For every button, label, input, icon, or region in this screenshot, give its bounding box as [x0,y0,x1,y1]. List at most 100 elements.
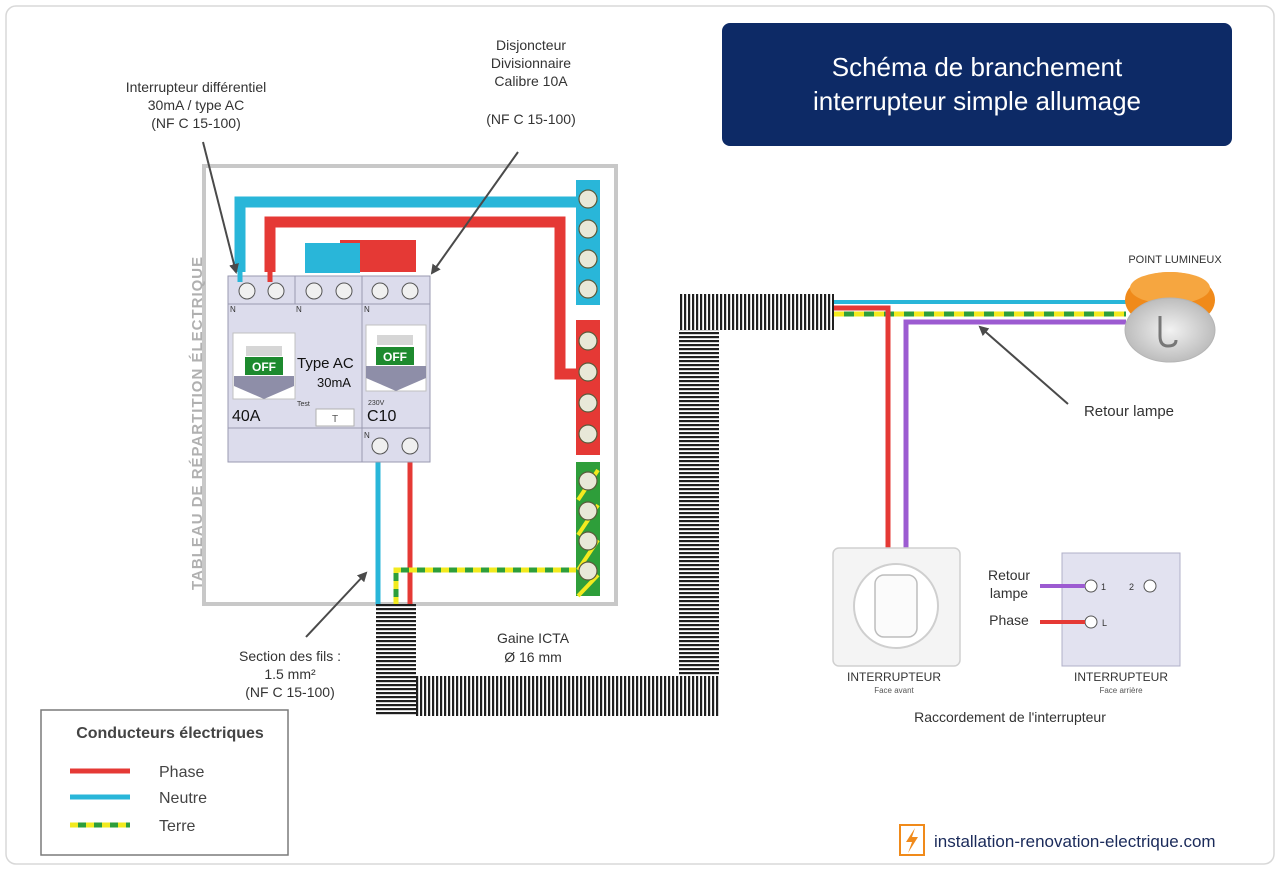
conduit-horizontal-bottom [416,676,719,716]
section-callout-line-1: Section des fils : [239,648,341,664]
conduit-callout-line-1: Gaine ICTA [497,630,570,646]
breaker-callout-line-3: Calibre 10A [494,73,568,89]
phase-wire-switch [834,305,891,548]
website-label: installation-renovation-electrique.com [934,832,1216,851]
legend: Conducteurs électriques Phase Neutre Ter… [40,709,289,856]
screw [578,249,598,269]
switch-back-plate [1061,552,1181,667]
toggle-lever [377,335,413,345]
differential-n-label: N [230,305,236,314]
hook-icon [1158,316,1178,348]
terminal-1-label: 1 [1101,582,1106,592]
screw [401,282,419,300]
switch-rocker [874,574,918,638]
retour-label-1: Retour [988,567,1030,583]
screw [578,331,598,351]
terminal-l-label: L [1102,618,1107,628]
callout-arrow [978,325,1069,405]
screw [371,282,389,300]
voltage-label: 230V [368,400,385,407]
title-line-1: Schéma de branchement [832,52,1123,82]
junction-box-top [1130,272,1210,304]
earth-wire-panel-base [393,567,583,605]
panel-wiring [234,196,583,605]
conduit-horizontal-top [679,294,834,330]
test-button-label: T [332,414,338,425]
test-button [315,408,355,427]
point-lumineux: POINT LUMINEUX [1124,254,1222,363]
breaker-callout-line-2: Divisionnaire [491,55,571,71]
off-badge [245,357,283,375]
screw [335,282,353,300]
field-wiring [834,300,1126,548]
lightning-icon [906,828,918,853]
phase-label-back: Phase [989,612,1029,628]
screw [267,282,285,300]
retour-lampe-callout-label: Retour lampe [1084,403,1174,420]
screw [578,393,598,413]
point-lumineux-label: POINT LUMINEUX [1128,254,1222,266]
conduit-callout-line-2: Ø 16 mm [504,649,562,665]
retour-lampe-wire [903,319,1126,548]
retour-label-2: lampe [990,585,1028,601]
retour-lampe-callout: Retour lampe [978,325,1174,420]
switch-front-subtitle: Face avant [874,686,914,695]
phase-terminal-bar [576,320,600,455]
legend-neutral-label: Neutre [159,790,207,807]
screw [578,501,598,521]
type-line-2: 30mA [317,375,351,390]
phase-wire-top [264,216,583,380]
switch-back: 1 2 L Retour lampe Phase INTERRUPTEUR Fa… [988,552,1181,695]
breaker-n-label-2: N [364,431,370,440]
icta-conduit [376,294,834,716]
off-label: OFF [252,360,276,374]
title-line-2: interrupteur simple allumage [813,86,1141,116]
callout-arrow [430,151,519,275]
differential-callout-line-1: Interrupteur différentiel [126,79,267,95]
type-line-1: Type AC [297,355,354,372]
earth-wire-panel [393,567,583,605]
differential-callout-line-2: 30mA / type AC [148,97,245,113]
screw [238,282,256,300]
rating-c10: C10 [367,408,396,425]
section-callout: Section des fils : 1.5 mm² (NF C 15-100) [239,571,368,700]
differential-callout: Interrupteur différentiel 30mA / type AC… [126,79,267,274]
switch-front: INTERRUPTEUR Face avant [832,547,961,695]
off-badge [376,347,414,365]
section-callout-line-2: 1.5 mm² [264,666,316,682]
section-callout-line-3: (NF C 15-100) [245,684,334,700]
toggle-base [234,376,294,399]
terminal-l-screw [1084,615,1098,629]
breaker-c10: N N OFF 230V C10 [361,275,431,463]
screw [578,219,598,239]
terminal-2-screw [1143,579,1157,593]
terminal-2-label: 2 [1129,582,1134,592]
legend-phase-label: Phase [159,764,204,781]
screw [578,279,598,299]
terminal-1-screw [1084,579,1098,593]
website-footer: installation-renovation-electrique.com [899,824,1216,856]
screw [578,531,598,551]
callout-arrow [202,141,239,274]
screw [578,189,598,209]
conduit-vertical-right [679,330,719,676]
conduit-vertical-left [376,604,416,716]
breaker-callout-line-4: (NF C 15-100) [486,111,575,127]
screw [401,437,419,455]
screw [371,437,389,455]
breaker-callout-line-1: Disjoncteur [496,37,566,53]
neutral-screws [578,189,598,299]
breaker-n-label: N [364,305,370,314]
test-label: Test [297,401,310,408]
screw [578,561,598,581]
page-frame [5,5,1275,865]
switch-back-title: INTERRUPTEUR [1074,670,1168,684]
panel-label: TABLEAU DE RÉPARTITION ÉLECTRIQUE [189,256,206,590]
raccordement-label: Raccordement de l'interrupteur [914,709,1106,725]
toggle-base [366,366,426,391]
differential-n-label-2: N [296,305,302,314]
conduit-callout: Gaine ICTA Ø 16 mm [497,630,570,665]
breaker-callout: Disjoncteur Divisionnaire Calibre 10A (N… [430,37,576,275]
screw [578,362,598,382]
